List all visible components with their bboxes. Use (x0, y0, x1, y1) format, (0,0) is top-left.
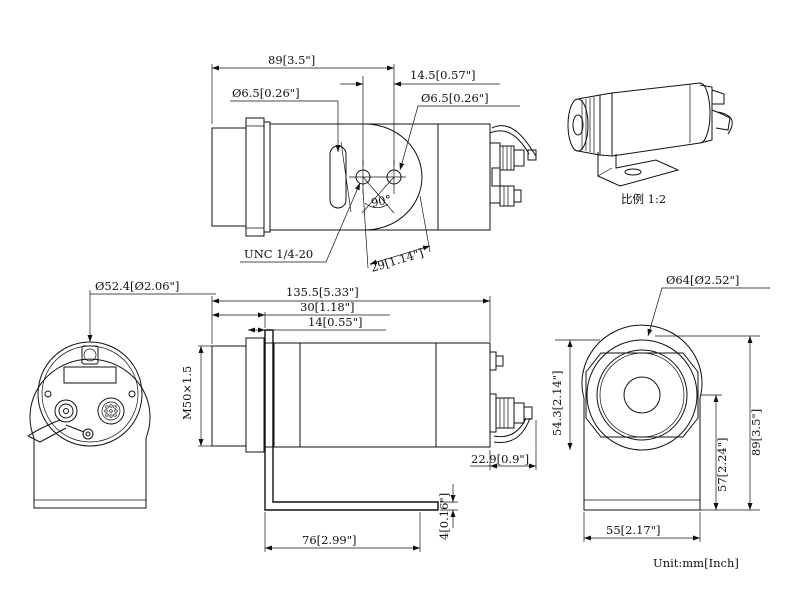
total-length-dim: 135.5[5.33"] (286, 285, 359, 299)
bracket-offset-14-dim: 14[0.55"] (308, 315, 363, 329)
bracket-offset-30-dim: 30[1.18"] (300, 300, 355, 314)
bracket-thickness-dim: 4[0.16"] (437, 493, 451, 540)
slot-angle-label: 90° (370, 192, 393, 210)
bracket-height-dim: 57[2.24"] (715, 437, 729, 492)
right-hole-dim: Ø6.5[0.26"] (421, 91, 489, 105)
front-view: Ø52.4[Ø2.06"] (27, 279, 216, 509)
side-view: 135.5[5.33"] 30[1.18"] 14[0.55"] M50×1.5… (180, 285, 537, 552)
front-diameter-dim: Ø52.4[Ø2.06"] (95, 279, 179, 293)
mount-thread-label: UNC 1/4-20 (244, 247, 313, 261)
bracket-width-dim: 55[2.17"] (606, 523, 661, 537)
units-label: Unit:mm[Inch] (653, 556, 739, 570)
top-view: 90° 89[3.5"] 14.5[0.57"] Ø6.5[0.26"] Ø6.… (211, 53, 537, 275)
front-thread-dim: M50×1.5 (180, 366, 194, 420)
left-hole-dim: Ø6.5[0.26"] (232, 86, 300, 100)
center-height-dim: 54.3[2.14"] (550, 371, 564, 436)
bracket-length-dim: 76[2.99"] (302, 533, 357, 547)
total-height-dim: 89[3.5"] (749, 409, 763, 456)
rear-view: Ø64[Ø2.52"] 54.3[2.14"] 57[2.24"] 89[3.5… (550, 273, 770, 542)
rear-diameter-dim: Ø64[Ø2.52"] (666, 273, 739, 287)
slot-offset-dim: 29[1.14"] (369, 246, 425, 275)
hole-spacing-dim: 14.5[0.57"] (410, 68, 475, 82)
perspective-view: 比例 1:2 (567, 82, 733, 206)
connector-length-dim: 22.9[0.9"] (471, 452, 529, 466)
scale-label: 比例 1:2 (621, 192, 666, 206)
top-length-dim: 89[3.5"] (268, 53, 315, 67)
